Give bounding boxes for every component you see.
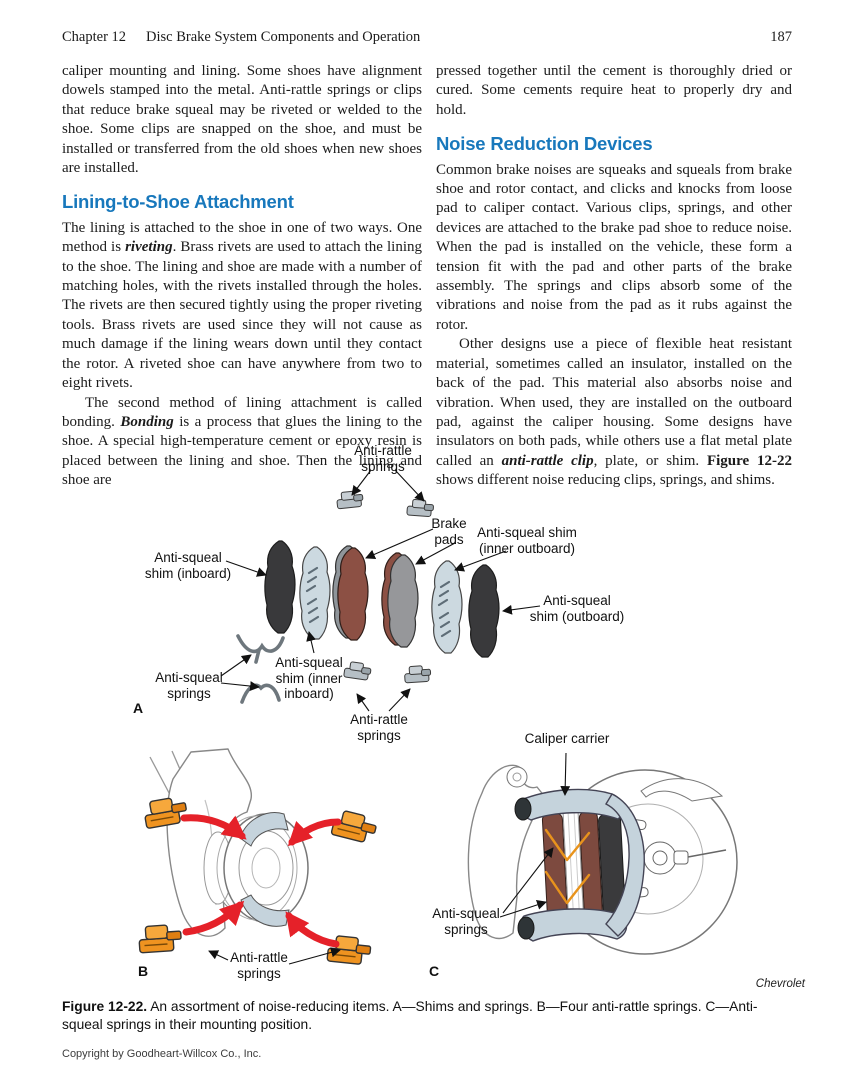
page-number: 187 xyxy=(770,29,792,45)
text-run: shows different noise reducing clips, sp… xyxy=(436,472,775,489)
anti-squeal-springs-drawing xyxy=(236,634,285,704)
term-anti-rattle-clip: anti-rattle clip xyxy=(501,452,594,469)
text-run: , plate, or shim. xyxy=(593,452,707,469)
label-anti-squeal-shim-outboard: Anti-squeal shim (outboard) xyxy=(529,593,625,624)
label-anti-squeal-shim-inner-outboard: Anti-squeal shim (inner outboard) xyxy=(477,525,577,556)
text-run: is a process that glues the lining to th… xyxy=(62,413,423,489)
figure-letter-c: C xyxy=(429,963,440,979)
label-brake-pads: Brake pads xyxy=(431,516,467,547)
figure-letter-a: A xyxy=(133,700,144,716)
label-anti-rattle-springs-b: Anti-rattle springs xyxy=(230,950,288,981)
chapter-number: Chapter 12 xyxy=(62,29,127,45)
anti-squeal-shim-inner-inboard-drawing xyxy=(299,546,331,640)
anti-rattle-spring-drawing xyxy=(335,489,365,510)
paragraph: pressed together until the cement is tho… xyxy=(436,63,792,118)
label-pointer-arrows xyxy=(208,469,571,965)
right-column: pressed together until the cement is tho… xyxy=(436,62,792,491)
anti-rattle-spring-drawing xyxy=(330,808,379,845)
caliper-carrier-drawing xyxy=(605,793,645,937)
label-anti-squeal-springs-c: Anti-squeal springs xyxy=(432,906,500,937)
paragraph: caliper mounting and lining. Some shoes … xyxy=(62,63,422,177)
pad-stack-drawing xyxy=(541,798,627,930)
text-run: The second method of lining attachment i… xyxy=(62,394,422,430)
paragraph: Other designs use a piece of flexible he… xyxy=(436,335,792,490)
label-anti-rattle-springs-mid: Anti-rattle springs xyxy=(350,712,408,743)
figure-caption: Figure 12-22. An assortment of noise-red… xyxy=(62,998,794,1033)
anti-squeal-shim-inner-outboard-drawing xyxy=(431,560,463,654)
figure-caption-number: Figure 12-22. xyxy=(62,999,148,1014)
paragraph: The lining is attached to the shoe in on… xyxy=(62,219,422,394)
paragraph: Common brake noises are squeaks and sque… xyxy=(436,161,792,333)
figure-illustration xyxy=(137,469,738,966)
brake-pad-drawing xyxy=(381,552,419,648)
figure-letter-b: B xyxy=(138,963,149,979)
text-run: Other designs use a piece of flexible he… xyxy=(436,336,792,469)
label-anti-squeal-shim-inner-inboard: Anti-squeal shim (inner inboard) xyxy=(275,655,343,701)
section-heading-lining: Lining-to-Shoe Attachment xyxy=(62,191,294,213)
caliper-mount-drawing xyxy=(240,894,290,927)
image-credit: Chevrolet xyxy=(755,978,805,990)
chapter-title: Disc Brake System Components and Operati… xyxy=(146,29,421,45)
left-column: caliper mounting and lining. Some shoes … xyxy=(62,62,422,491)
figure-a-drawing xyxy=(236,489,500,704)
text-run: . Brass rivets are used to attach the li… xyxy=(62,239,422,392)
label-caliper-carrier: Caliper carrier xyxy=(524,731,610,746)
running-head: Chapter 12 Disc Brake System Components … xyxy=(62,29,792,46)
term-bonding: Bonding xyxy=(120,413,174,430)
figure-12-22: Anti-rattle springs Brake pads Anti-sque… xyxy=(0,435,849,997)
paragraph: The second method of lining attachment i… xyxy=(62,394,422,491)
anti-rattle-spring-drawing xyxy=(403,664,432,684)
label-anti-squeal-shim-inboard: Anti-squeal shim (inboard) xyxy=(144,550,232,581)
term-riveting: riveting xyxy=(125,239,173,256)
section-heading-noise: Noise Reduction Devices xyxy=(436,133,653,155)
copyright-notice: Copyright by Goodheart-Willcox Co., Inc. xyxy=(62,1048,262,1060)
figure-b-drawing xyxy=(137,748,379,966)
brake-pad-drawing xyxy=(332,545,369,641)
installation-arrows xyxy=(180,814,342,948)
text-run: The lining is attached to the shoe in on… xyxy=(62,219,422,256)
label-anti-rattle-springs-top: Anti-rattle springs xyxy=(354,443,412,474)
anti-squeal-springs-drawing xyxy=(544,828,591,905)
figure-c-drawing xyxy=(467,764,738,955)
anti-rattle-spring-drawing xyxy=(326,934,373,966)
anti-rattle-spring-drawing xyxy=(406,498,435,518)
anti-squeal-shim-inboard-drawing xyxy=(264,540,296,634)
figure-caption-text: An assortment of noise-reducing items. A… xyxy=(62,999,758,1032)
figure-reference: Figure 12-22 xyxy=(706,452,792,469)
label-anti-squeal-springs-a: Anti-squeal springs xyxy=(155,670,223,701)
anti-rattle-spring-drawing xyxy=(137,923,183,954)
anti-squeal-shim-outboard-drawing xyxy=(468,564,500,658)
anti-rattle-spring-drawing xyxy=(343,660,373,681)
